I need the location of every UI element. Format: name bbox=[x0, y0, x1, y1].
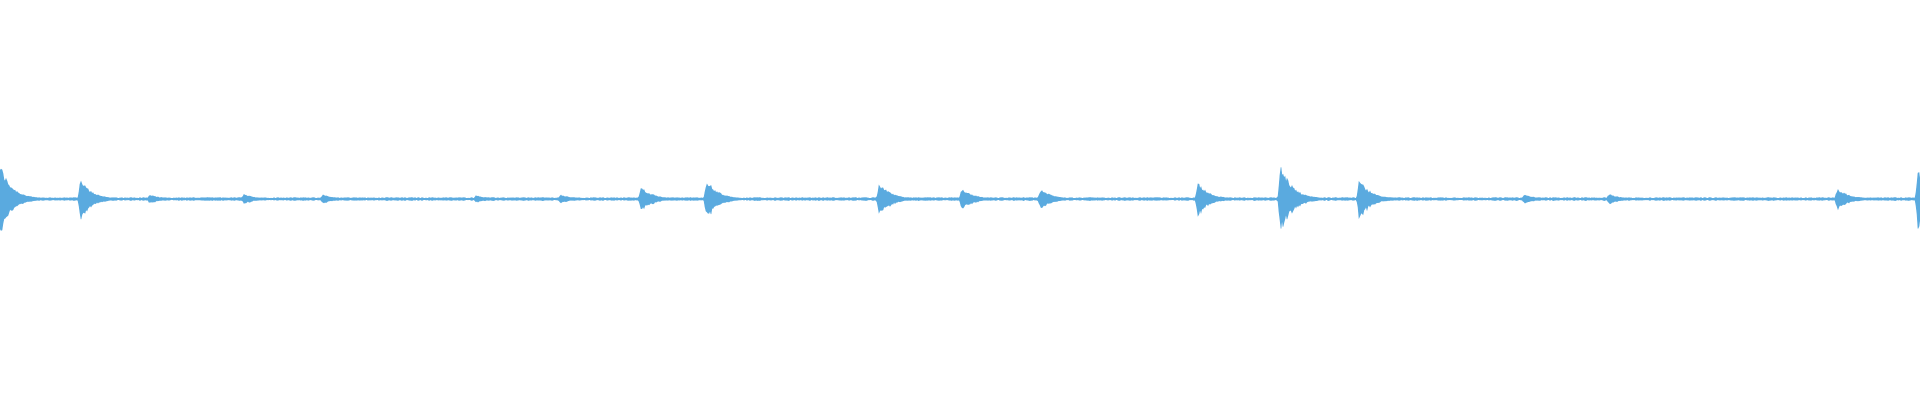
waveform-trace bbox=[0, 167, 1920, 231]
